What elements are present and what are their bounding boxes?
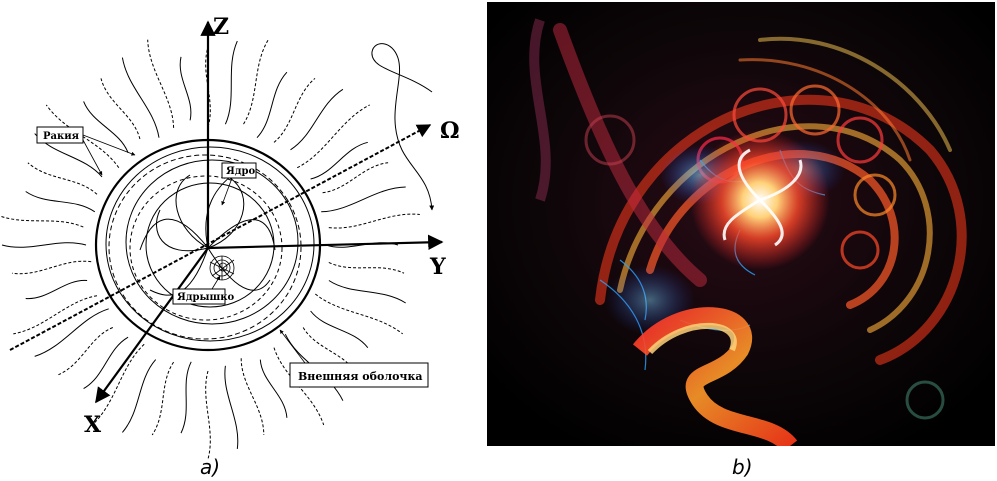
- svg-text:Ядро: Ядро: [226, 166, 255, 177]
- tendril: [122, 58, 159, 138]
- svg-text:Ракия: Ракия: [43, 131, 80, 142]
- tendril: [2, 243, 86, 248]
- tendril: [26, 280, 87, 298]
- tendril: [329, 281, 406, 304]
- label-yadro: Ядро: [222, 163, 256, 205]
- tendril: [321, 187, 406, 212]
- tendril: [329, 262, 404, 273]
- tendril: [291, 89, 343, 150]
- nucleolus: [210, 256, 234, 280]
- tendril: [241, 358, 264, 435]
- tendril: [274, 78, 315, 142]
- tendril: [28, 163, 97, 195]
- trajectory-curve: [372, 44, 432, 210]
- tendril: [35, 309, 109, 357]
- tendril: [152, 362, 173, 435]
- tendril: [84, 101, 129, 152]
- tendril: [297, 105, 370, 168]
- panel-a-diagram: Z Y X Ω Ракия Ядро Ядрышко Внешняя оболо…: [0, 14, 460, 479]
- tendril: [0, 215, 83, 228]
- tendril: [84, 337, 129, 388]
- tendril: [26, 192, 95, 212]
- label-outer-shell: Внешняя оболочка: [280, 330, 428, 387]
- tendril: [225, 41, 237, 124]
- tendril: [181, 362, 191, 433]
- tendril: [12, 261, 91, 274]
- tendril: [311, 311, 368, 348]
- axis-label-z: Z: [213, 14, 229, 40]
- tendril: [206, 371, 211, 459]
- axis-label-omega: Ω: [440, 118, 460, 144]
- label-yadryshko: Ядрышко: [173, 276, 234, 304]
- tendril: [58, 328, 112, 375]
- tendril: [180, 57, 191, 120]
- label-rakia: Ракия: [37, 127, 135, 175]
- panel-b-fractal-image: b): [487, 2, 995, 479]
- tendril: [257, 72, 287, 138]
- caption-b: b): [732, 455, 753, 479]
- tendril: [315, 294, 402, 334]
- tendril: [148, 40, 174, 128]
- tendril: [329, 214, 420, 228]
- svg-text:Внешняя оболочка: Внешняя оболочка: [298, 370, 423, 383]
- tendril: [225, 366, 238, 449]
- y-axis: [208, 242, 442, 248]
- axis-label-x: X: [84, 412, 102, 438]
- tendril: [244, 40, 269, 124]
- outer-tendrils: [0, 40, 420, 459]
- axis-label-y: Y: [429, 254, 446, 280]
- tendril: [260, 360, 287, 418]
- tendril: [122, 360, 155, 433]
- caption-a: a): [200, 455, 220, 479]
- svg-text:Ядрышко: Ядрышко: [177, 292, 234, 303]
- tendril: [13, 296, 97, 334]
